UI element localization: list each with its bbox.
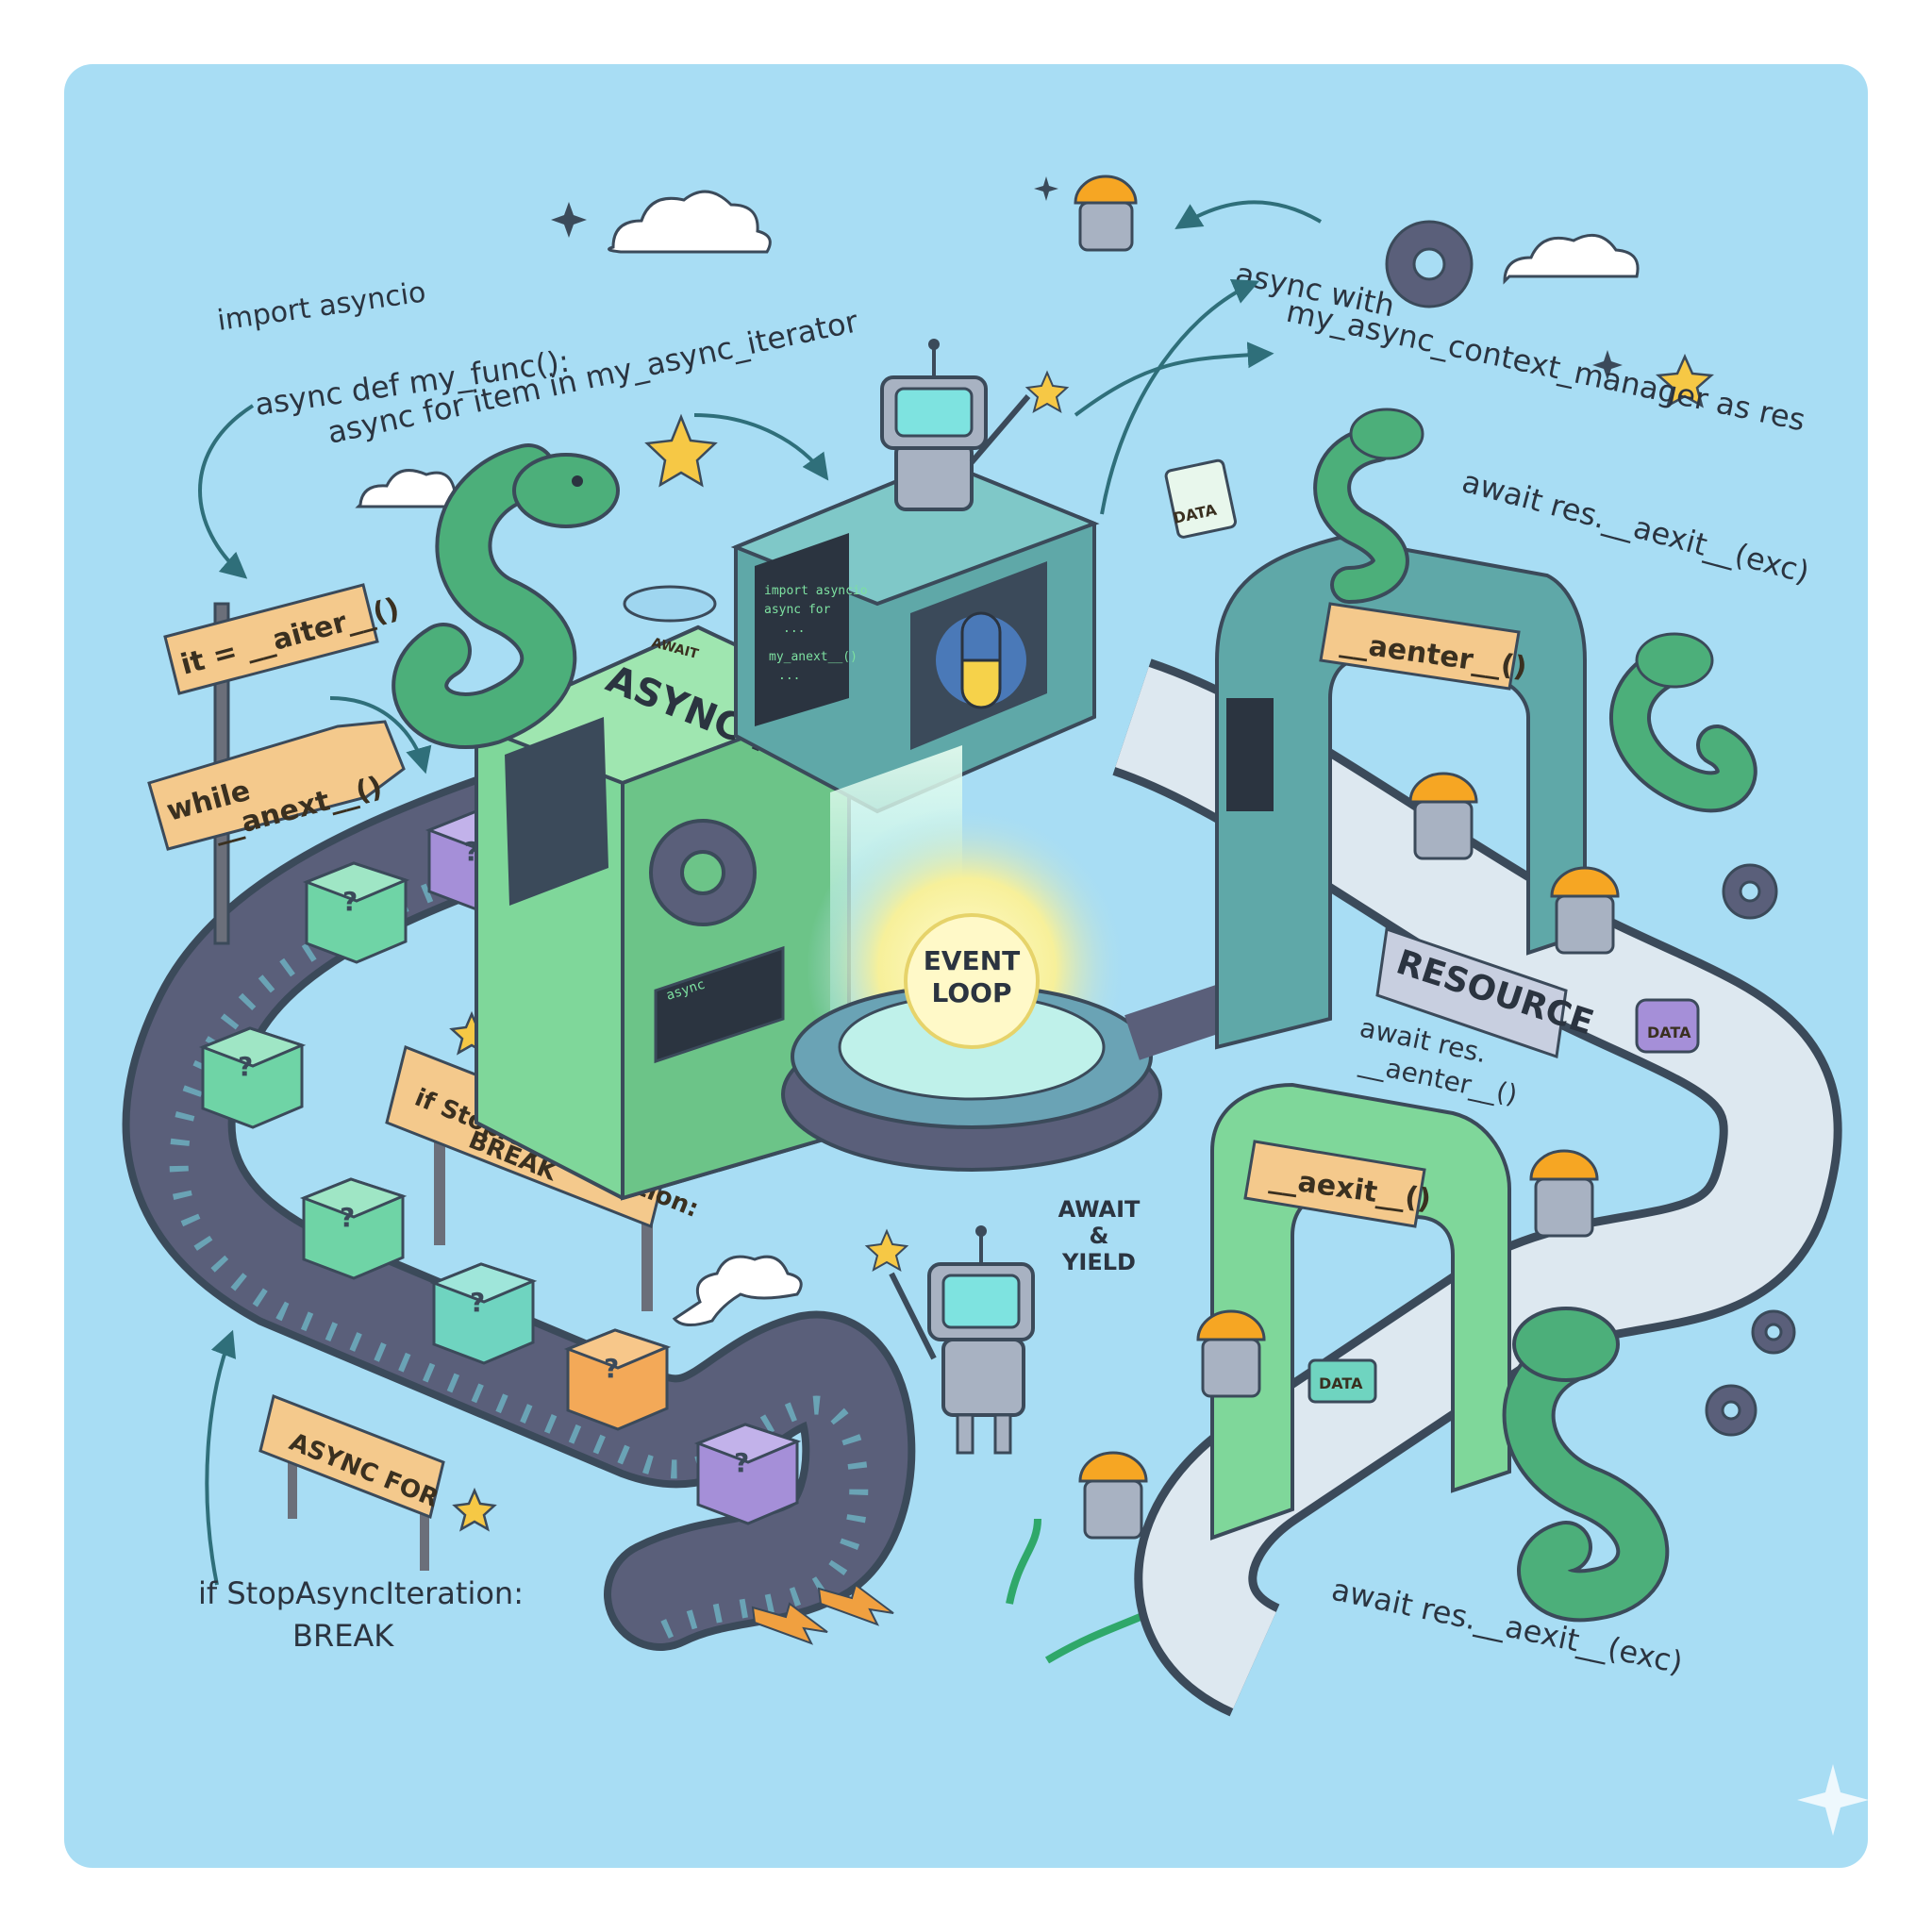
- svg-text:?: ?: [340, 1202, 355, 1233]
- flow-arrow: [751, 1583, 894, 1645]
- signpost: [147, 583, 406, 945]
- snake-left: [391, 443, 717, 749]
- svg-text:my_anext__(): my_anext__(): [769, 650, 858, 664]
- worker-icon: [1074, 175, 1138, 252]
- cube-icon: ?: [302, 861, 410, 964]
- svg-text:import asyncio: import asyncio: [764, 584, 868, 598]
- data-label-bottom: DATA: [1319, 1374, 1363, 1392]
- svg-text:?: ?: [342, 886, 358, 917]
- monitor-code: import asyncio async for ... my_anext__(…: [764, 584, 868, 683]
- cube-icon: ?: [693, 1423, 802, 1525]
- worker-icon: [1550, 866, 1620, 955]
- cube-icon: ?: [429, 1262, 538, 1365]
- aexit-gate: [1210, 1082, 1511, 1541]
- python-monitor: [730, 459, 1100, 814]
- sparkle-icon: [1797, 1764, 1869, 1836]
- snake-right-bottom: [1502, 1307, 1670, 1623]
- flow-arrow: [198, 200, 1323, 1586]
- cube-icon: ?: [299, 1177, 408, 1280]
- gear-icon: [1385, 220, 1796, 1437]
- svg-text:?: ?: [734, 1447, 749, 1478]
- conveyor-belt: [122, 736, 916, 1651]
- svg-text:async for: async for: [764, 603, 831, 617]
- svg-text:?: ?: [238, 1051, 253, 1082]
- svg-text:...: ...: [778, 669, 800, 683]
- event-loop-line1: EVENT: [924, 945, 1020, 976]
- svg-text:...: ...: [783, 622, 805, 636]
- data-label-right: DATA: [1647, 1024, 1691, 1041]
- robot-wizard-top: [880, 339, 1070, 511]
- sparkle-icon: [551, 176, 1623, 380]
- resource-panel: [1375, 926, 1568, 1059]
- cube-icon: ?: [198, 1026, 307, 1129]
- bottom-break-text: BREAK: [292, 1618, 394, 1654]
- cloud-icon: [608, 190, 772, 254]
- svg-text:?: ?: [604, 1353, 619, 1384]
- async-for-sign: [258, 1393, 445, 1571]
- event-loop-base: [781, 913, 1162, 1172]
- snake-right-mid: [1609, 632, 1757, 813]
- cloud-icon: [1503, 233, 1640, 285]
- hardhat-workers: [1074, 175, 1620, 1540]
- worker-icon: [1078, 1451, 1148, 1540]
- cloud-icon: [672, 1255, 803, 1326]
- worker-icon: [1196, 1309, 1266, 1398]
- bottom-stop-text: if StopAsyncIteration:: [198, 1575, 524, 1611]
- snake-right-top: [1313, 408, 1424, 604]
- aenter-gate: [1215, 535, 1587, 1050]
- await-yield-line1: AWAIT: [1058, 1196, 1141, 1223]
- robot-wizard-middle: [864, 1225, 1035, 1455]
- worker-icon: [1529, 1149, 1599, 1238]
- svg-text:?: ?: [470, 1287, 485, 1318]
- cube-icon: ?: [563, 1328, 672, 1431]
- data-doc-icon: [1164, 458, 1700, 1404]
- await-yield-line2: &: [1090, 1223, 1109, 1249]
- worker-icon: [1408, 772, 1478, 860]
- event-loop-line2: LOOP: [932, 977, 1012, 1008]
- await-yield-line3: YIELD: [1061, 1249, 1136, 1275]
